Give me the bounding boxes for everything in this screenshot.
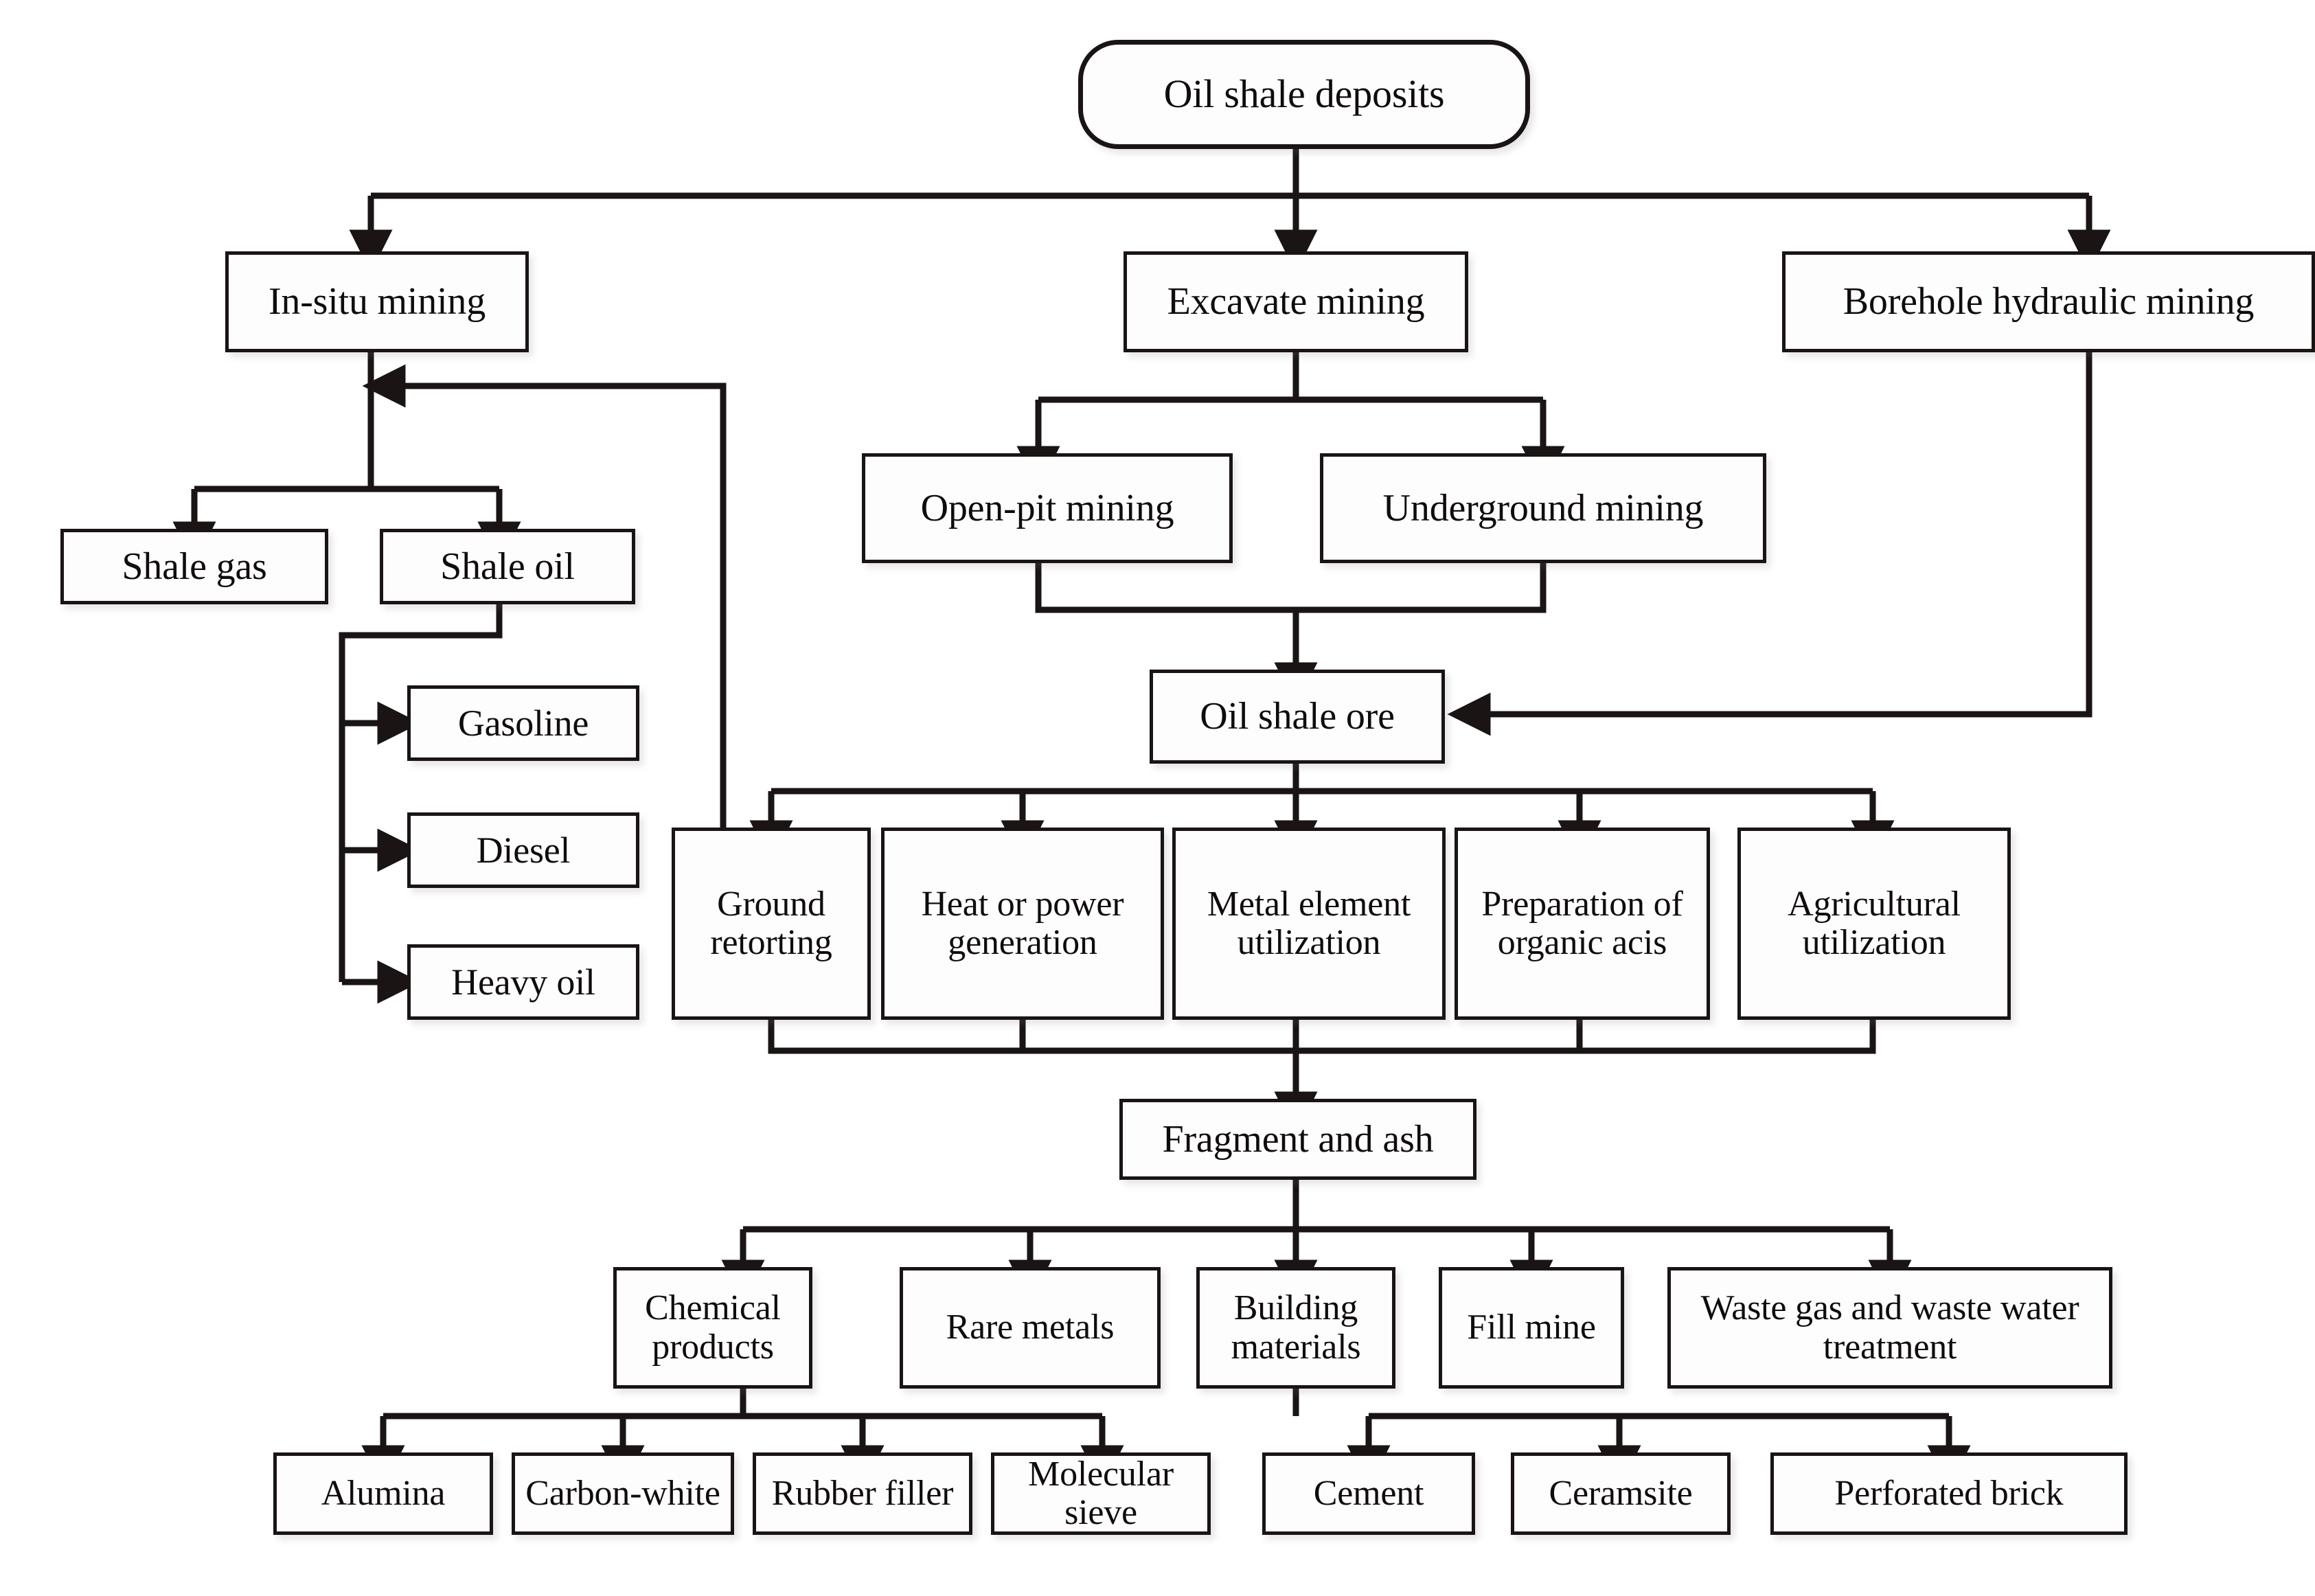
node-fragment-and-ash[interactable]: Fragment and ash (1119, 1099, 1476, 1180)
node-label: Oil shale deposits (1163, 71, 1445, 117)
node-perforated-brick[interactable]: Perforated brick (1770, 1452, 2128, 1535)
node-label: Metal element utilization (1207, 884, 1411, 962)
node-fill-mine[interactable]: Fill mine (1439, 1267, 1624, 1389)
node-shale-oil[interactable]: Shale oil (380, 529, 635, 604)
node-carbon-white[interactable]: Carbon-white (512, 1452, 734, 1535)
node-label: In-situ mining (268, 280, 486, 323)
node-label: Excavate mining (1167, 280, 1425, 323)
node-label: Molecular sieve (1028, 1454, 1174, 1532)
node-cement[interactable]: Cement (1262, 1452, 1475, 1535)
node-ceramsite[interactable]: Ceramsite (1511, 1452, 1731, 1535)
node-label: Rubber filler (771, 1473, 954, 1513)
node-label: Heavy oil (451, 961, 595, 1003)
node-rubber-filler[interactable]: Rubber filler (753, 1452, 972, 1535)
node-alumina[interactable]: Alumina (273, 1452, 493, 1535)
node-building-materials[interactable]: Building materials (1196, 1267, 1395, 1389)
node-label: Carbon-white (525, 1473, 720, 1513)
node-label: Ceramsite (1549, 1473, 1693, 1513)
node-label: Rare metals (946, 1308, 1115, 1347)
node-label: Oil shale ore (1200, 695, 1395, 738)
node-label: Diesel (476, 829, 571, 871)
node-label: Ground retorting (710, 884, 832, 962)
node-label: Shale gas (122, 545, 267, 588)
node-agricultural-utilization[interactable]: Agricultural utilization (1737, 828, 2011, 1020)
node-metal-element-utilization[interactable]: Metal element utilization (1172, 828, 1446, 1020)
node-label: Fill mine (1467, 1308, 1596, 1347)
node-rare-metals[interactable]: Rare metals (900, 1267, 1161, 1389)
node-label: Gasoline (457, 702, 589, 744)
node-label: Waste gas and waste water treatment (1700, 1288, 2079, 1367)
node-heavy-oil[interactable]: Heavy oil (407, 944, 639, 1020)
node-oil-shale-ore[interactable]: Oil shale ore (1150, 670, 1445, 764)
node-label: Fragment and ash (1162, 1117, 1434, 1161)
node-ground-retorting[interactable]: Ground retorting (672, 828, 871, 1020)
node-label: Borehole hydraulic mining (1843, 280, 2255, 323)
node-label: Heat or power generation (921, 884, 1124, 962)
node-waste-gas-and-waste-water-treatment[interactable]: Waste gas and waste water treatment (1667, 1267, 2112, 1389)
node-label: Chemical products (645, 1288, 781, 1367)
node-label: Open-pit mining (920, 486, 1174, 529)
node-label: Cement (1313, 1473, 1424, 1513)
node-label: Alumina (321, 1473, 446, 1513)
node-in-situ-mining[interactable]: In-situ mining (225, 251, 529, 352)
node-label: Shale oil (440, 545, 575, 588)
node-shale-gas[interactable]: Shale gas (60, 529, 328, 604)
node-excavate-mining[interactable]: Excavate mining (1124, 251, 1468, 352)
node-borehole-hydraulic-mining[interactable]: Borehole hydraulic mining (1782, 251, 2315, 352)
node-label: Agricultural utilization (1788, 884, 1961, 962)
node-oil-shale-deposits[interactable]: Oil shale deposits (1078, 40, 1530, 149)
node-diesel[interactable]: Diesel (407, 812, 639, 888)
node-chemical-products[interactable]: Chemical products (613, 1267, 812, 1389)
node-label: Preparation of organic acis (1481, 884, 1683, 962)
node-molecular-sieve[interactable]: Molecular sieve (991, 1452, 1211, 1535)
node-underground-mining[interactable]: Underground mining (1320, 453, 1766, 563)
node-gasoline[interactable]: Gasoline (407, 685, 639, 761)
node-preparation-of-organic-acis[interactable]: Preparation of organic acis (1455, 828, 1710, 1020)
node-label: Perforated brick (1834, 1473, 2064, 1513)
node-open-pit-mining[interactable]: Open-pit mining (862, 453, 1233, 563)
node-heat-or-power-generation[interactable]: Heat or power generation (881, 828, 1164, 1020)
node-label: Building materials (1231, 1288, 1361, 1367)
node-label: Underground mining (1382, 486, 1704, 529)
